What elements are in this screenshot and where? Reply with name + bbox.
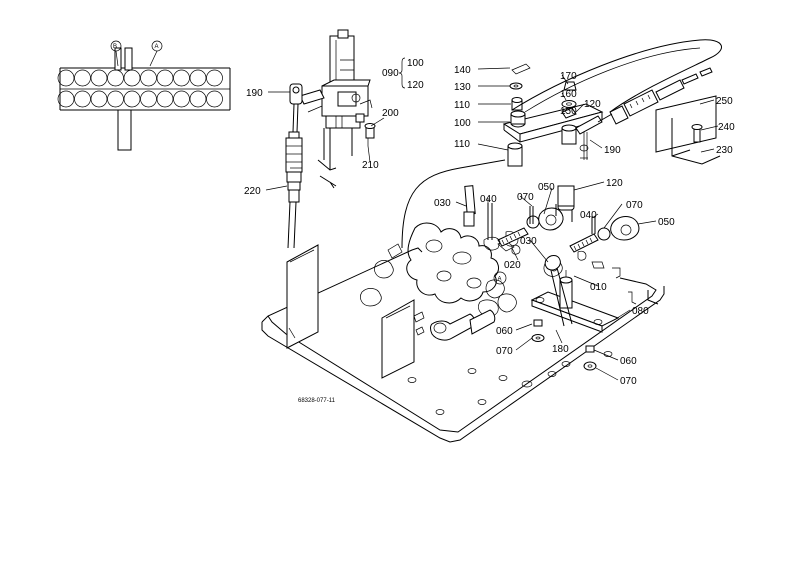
lever-bracket: [502, 63, 604, 207]
inset-valve-circle: [107, 90, 124, 108]
callout-210: 210: [362, 160, 379, 171]
callout-010: 010: [590, 282, 607, 293]
inset-valve-circle: [206, 90, 223, 108]
bolt-nut: [364, 123, 376, 146]
lower-bracket: [530, 255, 659, 371]
callout-060-left: 060: [496, 326, 513, 337]
callout-160: 160: [560, 89, 577, 100]
callout-130: 130: [454, 82, 471, 93]
callout-190-right: 190: [604, 145, 621, 156]
callout-040-left: 040: [480, 194, 497, 205]
inset-valve-circle: [57, 90, 75, 108]
callout-060-right: 060: [620, 356, 637, 367]
callout-labels: 190 220 090 100 120 200 210 140 130 110 …: [244, 58, 735, 387]
inset-valve-circle: [140, 69, 157, 87]
inset-valve-circle: [90, 69, 108, 87]
callout-120-collar: 120: [606, 178, 623, 189]
cable-bracket: [655, 95, 721, 165]
inset-valve-circle: [123, 69, 141, 87]
callout-200: 200: [382, 108, 399, 119]
marker-a-main-group: A: [493, 271, 507, 285]
inset-valve-circle: [189, 69, 207, 87]
callout-250: 250: [716, 96, 733, 107]
inset-valve-circle: [140, 90, 157, 108]
callout-030-right: 030: [520, 236, 537, 247]
inset-valve-circle: [173, 90, 190, 108]
leader-lines: [265, 67, 719, 381]
callout-240: 240: [718, 122, 735, 133]
callout-120-lever: 120: [584, 99, 601, 110]
callout-070-left: 070: [517, 192, 534, 203]
callout-140: 140: [454, 65, 471, 76]
callout-070-bottom-right: 070: [620, 376, 637, 387]
lever-housing: [299, 29, 373, 189]
callout-020: 020: [504, 260, 521, 271]
inset-valve-circle: [74, 90, 91, 108]
callout-100-upper: 100: [407, 58, 424, 69]
callout-170: 170: [560, 71, 577, 82]
callout-080: 080: [632, 306, 649, 317]
remote-cable: [511, 39, 722, 125]
inset-valve-circle: [156, 90, 174, 108]
drawing-number: 68328-077-11: [298, 398, 336, 404]
marker-a-main: A: [498, 277, 502, 283]
callout-110-upper: 110: [454, 100, 470, 111]
callout-040-right: 040: [580, 210, 597, 221]
callout-110-lower: 110: [454, 139, 470, 150]
inset-valve-circle: [107, 69, 124, 87]
callout-230: 230: [716, 145, 733, 156]
spool-linkage-left: [463, 185, 564, 255]
callout-120-upper: 120: [407, 80, 424, 91]
inset-valve-circle: [57, 69, 75, 87]
marker-b-inset: B: [113, 44, 117, 50]
valve-bank-inset: B A: [57, 40, 231, 151]
cable-assembly-left: [285, 83, 303, 249]
callout-090: 090: [382, 68, 399, 79]
callout-180: 180: [552, 344, 569, 355]
inset-valve-circle: [123, 90, 141, 108]
callout-050-left: 050: [538, 182, 555, 193]
inset-valve-circle: [74, 69, 91, 87]
callout-150: 150: [560, 106, 577, 117]
callout-070-right: 070: [626, 200, 643, 211]
callout-030-left: 030: [434, 198, 451, 209]
base-plate: [261, 159, 665, 443]
inset-valve-circle: [173, 69, 190, 87]
inset-valve-circle: [189, 90, 207, 108]
inset-valve-circle: [156, 69, 174, 87]
brace-090: [398, 57, 406, 89]
inset-valve-circle: [90, 90, 108, 108]
callout-050-right: 050: [658, 217, 675, 228]
callout-190-left: 190: [246, 88, 263, 99]
callout-070-bottom-left: 070: [496, 346, 513, 357]
callout-100-bracket: 100: [454, 118, 471, 129]
callout-220: 220: [244, 186, 261, 197]
marker-a-inset: A: [155, 44, 159, 50]
inset-valve-circle: [206, 69, 223, 87]
control-valve-bank: [360, 222, 519, 341]
front-plates: [286, 244, 415, 379]
